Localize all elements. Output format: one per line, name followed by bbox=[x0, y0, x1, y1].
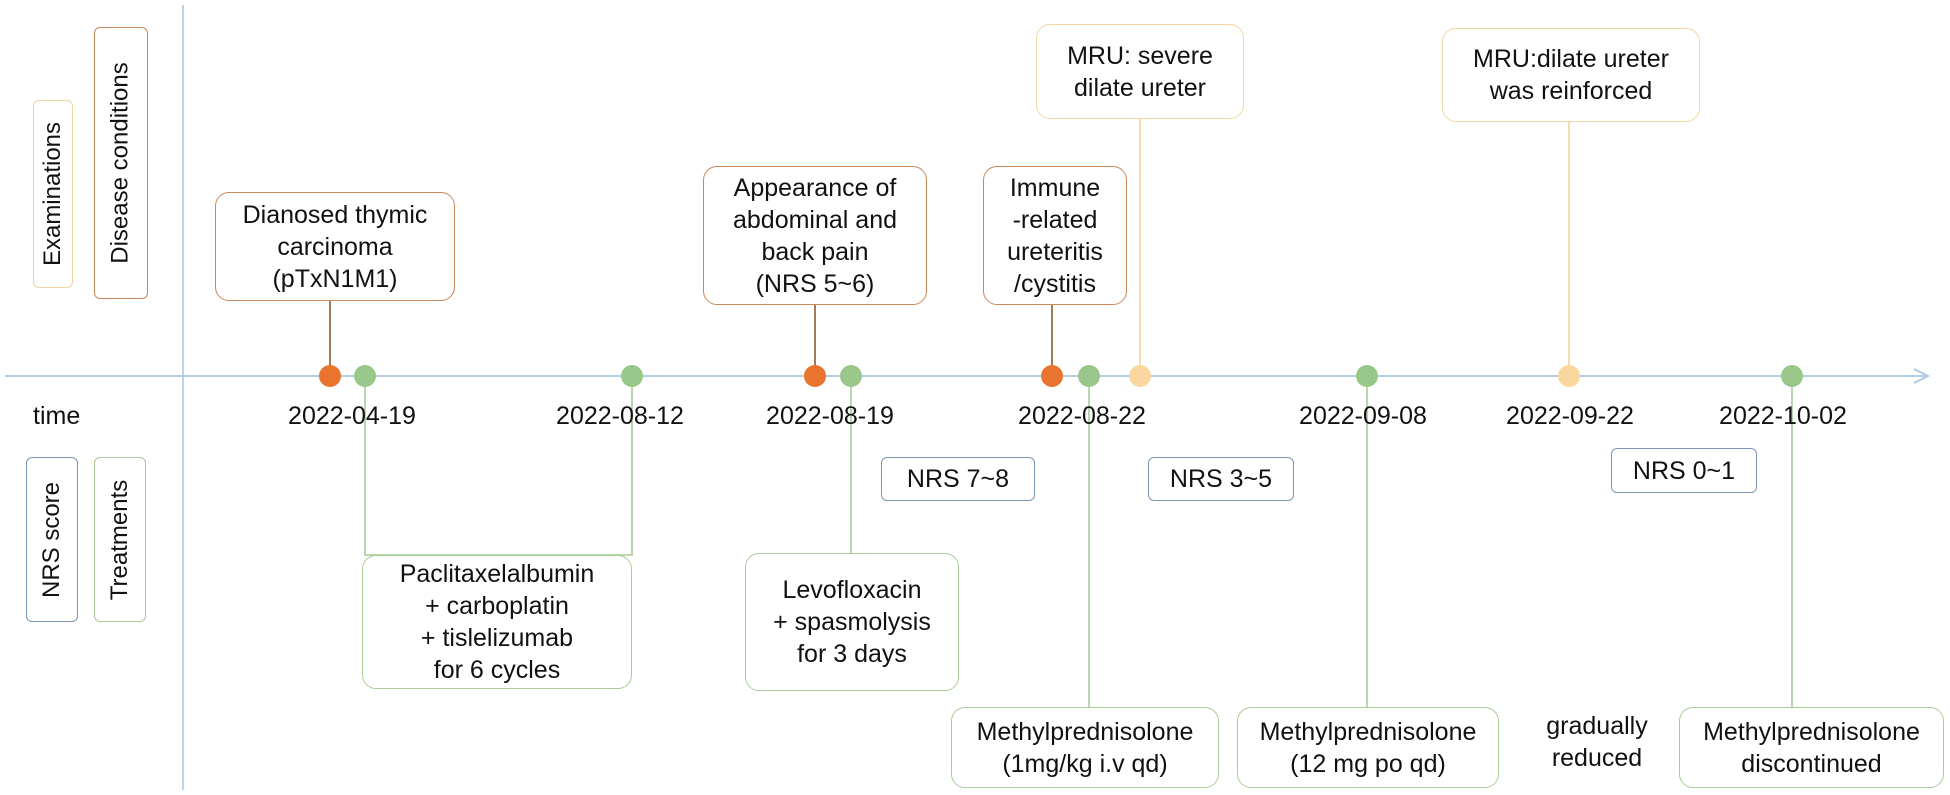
nrs-score-text: NRS 3~5 bbox=[1169, 465, 1273, 493]
treatment-text: Levofloxacin + spasmolysis for 3 days bbox=[773, 576, 931, 668]
examination-box: MRU: severe dilate ureter bbox=[1036, 24, 1244, 119]
disease-condition-box: Dianosed thymic carcinoma (pTxN1M1) bbox=[215, 192, 455, 301]
marker-treatment-1 bbox=[354, 365, 376, 387]
legend-examinations: Examinations bbox=[33, 100, 73, 288]
treatment-box: Methylprednisolone discontinued bbox=[1679, 707, 1944, 788]
disease-condition-box: Appearance of abdominal and back pain (N… bbox=[703, 166, 927, 305]
legend-treatments: Treatments bbox=[94, 457, 146, 622]
examination-box: MRU:dilate ureter was reinforced bbox=[1442, 28, 1700, 122]
marker-exam-2 bbox=[1558, 365, 1580, 387]
nrs-score-text: NRS 7~8 bbox=[906, 465, 1010, 493]
treatment-box: Methylprednisolone (12 mg po qd) bbox=[1237, 707, 1499, 788]
marker-disease-1 bbox=[319, 365, 341, 387]
treatment-text: Paclitaxelalbumin + carboplatin + tislel… bbox=[399, 560, 595, 684]
nrs-score-box: NRS 7~8 bbox=[881, 457, 1035, 501]
treatment-box: Paclitaxelalbumin + carboplatin + tislel… bbox=[362, 555, 632, 689]
date-label: 2022-04-19 bbox=[288, 402, 416, 430]
marker-disease-3 bbox=[1041, 365, 1063, 387]
disease-condition-text: Dianosed thymic carcinoma (pTxN1M1) bbox=[242, 200, 428, 293]
disease-condition-text: Appearance of abdominal and back pain (N… bbox=[732, 173, 897, 298]
marker-treatment-3 bbox=[840, 365, 862, 387]
time-axis-arrowhead bbox=[1913, 368, 1931, 384]
legend-disease-conditions: Disease conditions bbox=[94, 27, 148, 299]
treatment-box: Methylprednisolone (1mg/kg i.v qd) bbox=[951, 707, 1219, 788]
disease-condition-box: Immune -related ureteritis /cystitis bbox=[983, 166, 1127, 305]
marker-treatment-5 bbox=[1356, 365, 1378, 387]
marker-treatment-2 bbox=[621, 365, 643, 387]
treatment-box: Levofloxacin + spasmolysis for 3 days bbox=[745, 553, 959, 691]
date-label: 2022-09-08 bbox=[1299, 402, 1427, 430]
marker-exam-1 bbox=[1129, 365, 1151, 387]
marker-treatment-4 bbox=[1078, 365, 1100, 387]
date-label: 2022-08-12 bbox=[556, 402, 684, 430]
marker-treatment-6 bbox=[1781, 365, 1803, 387]
nrs-score-box: NRS 0~1 bbox=[1611, 448, 1757, 493]
legend-examinations-label: Examinations bbox=[39, 121, 67, 267]
treatment-text: Methylprednisolone (12 mg po qd) bbox=[1259, 717, 1477, 778]
legend-treatments-label: Treatments bbox=[106, 479, 134, 600]
treatment-text: Methylprednisolone (1mg/kg i.v qd) bbox=[976, 717, 1194, 778]
date-label: 2022-08-22 bbox=[1018, 402, 1146, 430]
axis-time-label: time bbox=[33, 402, 81, 430]
marker-disease-2 bbox=[804, 365, 826, 387]
date-label: 2022-10-02 bbox=[1719, 402, 1847, 430]
date-label: 2022-09-22 bbox=[1506, 402, 1634, 430]
legend-disease-conditions-label: Disease conditions bbox=[107, 62, 135, 264]
examination-text: MRU: severe dilate ureter bbox=[1067, 41, 1213, 102]
legend-nrs-score: NRS score bbox=[26, 457, 78, 622]
nrs-score-text: NRS 0~1 bbox=[1632, 456, 1736, 485]
disease-condition-text: Immune -related ureteritis /cystitis bbox=[1007, 173, 1103, 298]
gradually-reduced-note: gradually reduced bbox=[1546, 712, 1648, 772]
date-label: 2022-08-19 bbox=[766, 402, 894, 430]
examination-text: MRU:dilate ureter was reinforced bbox=[1473, 45, 1669, 105]
nrs-score-box: NRS 3~5 bbox=[1148, 457, 1294, 501]
legend-nrs-score-label: NRS score bbox=[38, 481, 65, 598]
treatment-text: Methylprednisolone discontinued bbox=[1703, 717, 1920, 778]
